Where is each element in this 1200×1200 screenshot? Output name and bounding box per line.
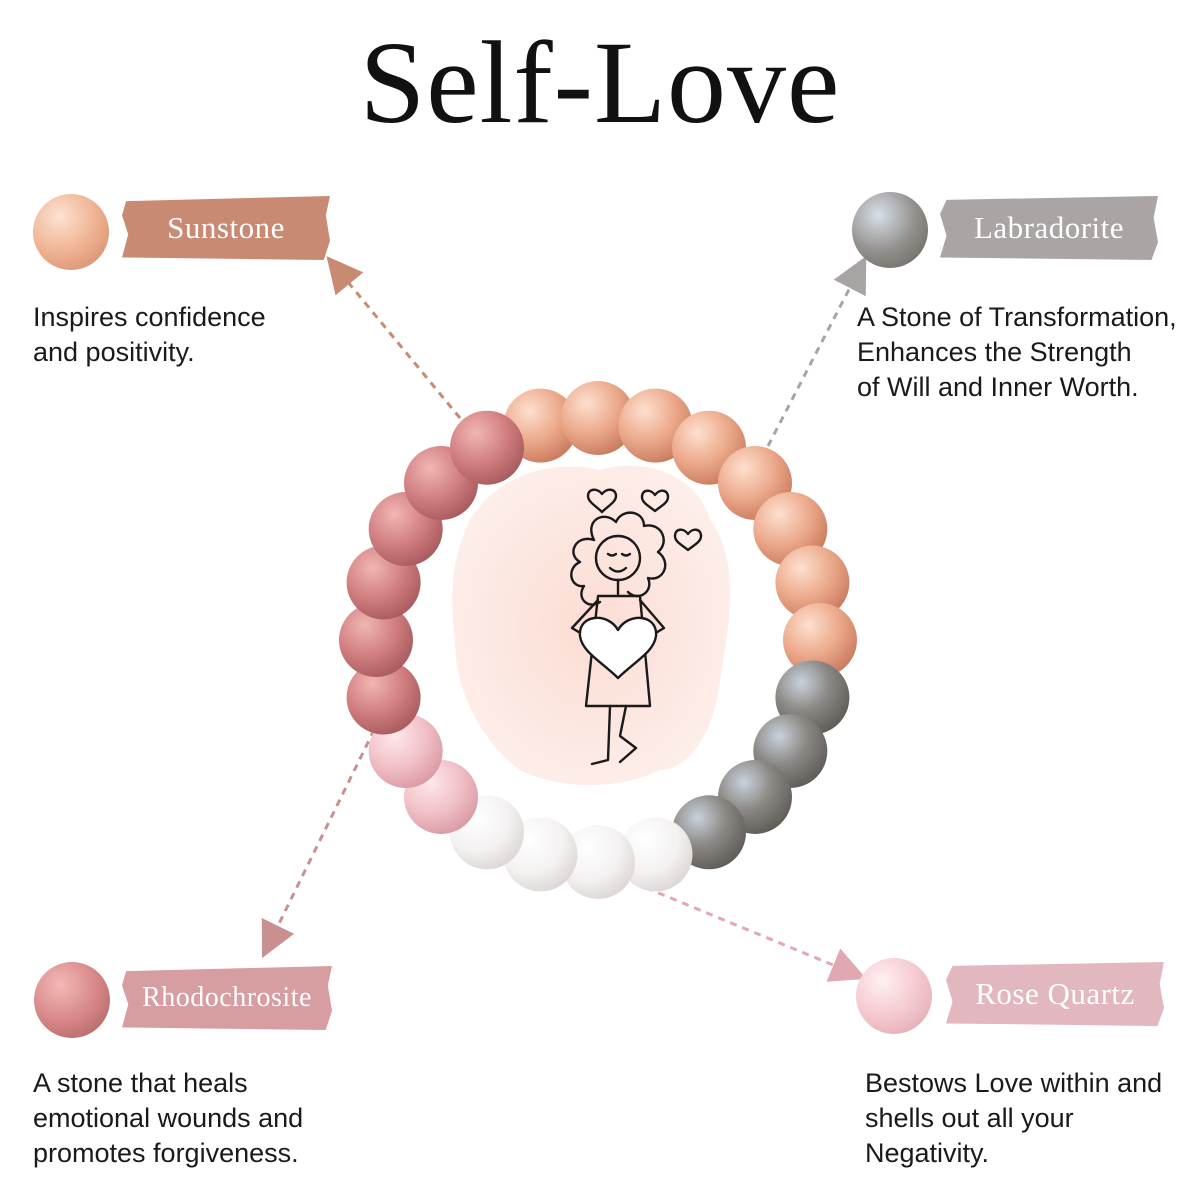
heart-icon (586, 488, 618, 514)
white-jade-bead (618, 817, 693, 892)
sunstone-bead (775, 545, 850, 620)
labradorite-label: Labradorite (940, 196, 1158, 260)
rose-quartz-label: Rose Quartz (946, 962, 1164, 1026)
labradorite-bead-icon (852, 192, 928, 268)
sunstone-label: Sunstone (122, 196, 330, 260)
dashed-arrow-icon (261, 717, 382, 959)
rhodochrosite-description: A stone that heals emotional wounds and … (33, 1068, 304, 1168)
labradorite-description: A Stone of Transformation, Enhances the … (857, 302, 1177, 402)
girl-holding-heart-illustration (570, 488, 703, 766)
page-title: Self-Love (359, 17, 841, 148)
rhodochrosite-bead-icon (34, 962, 110, 1038)
rose-quartz-bead-icon (856, 958, 932, 1034)
dashed-arrow-icon (326, 256, 462, 419)
white-jade-bead (561, 825, 635, 899)
rhodochrosite-bead (450, 410, 524, 485)
sunstone-bead (783, 603, 857, 677)
rhodochrosite-bead (346, 660, 421, 735)
rose-quartz-description: Bestows Love within and shells out all y… (865, 1068, 1163, 1168)
sunstone-bead (561, 381, 635, 455)
dashed-arrow-icon (766, 256, 867, 447)
rhodochrosite-label: Rhodochrosite (122, 966, 332, 1030)
rhodochrosite-bead (339, 603, 413, 677)
heart-icon (673, 528, 703, 552)
sunstone-bead-icon (33, 194, 109, 270)
heart-icon (640, 489, 670, 513)
sunstone-description: Inspires confidence and positivity. (33, 302, 266, 367)
bracelet (339, 381, 857, 899)
